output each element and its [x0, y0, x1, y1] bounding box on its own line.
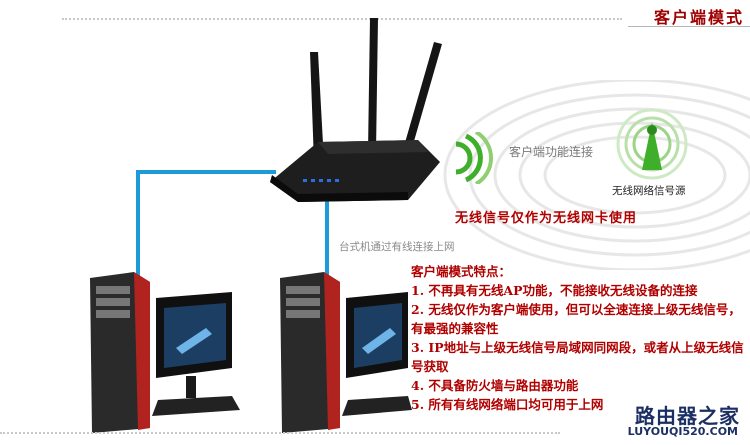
- wireless-source-icon: [616, 108, 688, 180]
- bottom-dotted-divider: [0, 432, 560, 434]
- wireless-usage-note: 无线信号仅作为无线网卡使用: [455, 207, 637, 226]
- feature-item: 3. IP地址与上级无线信号局域网同网段，或者从上级无线信号获取: [411, 338, 749, 376]
- desktop-computer-icon: [272, 268, 432, 438]
- cable-segment: [136, 170, 276, 174]
- watermark-url: LUYOUQI520.COM: [628, 425, 738, 438]
- cable-segment: [136, 170, 140, 276]
- wireless-source-label: 无线网络信号源: [612, 183, 686, 198]
- client-signal-icon: [446, 132, 496, 184]
- features-heading: 客户端模式特点：: [411, 262, 749, 281]
- client-function-label: 客户端功能连接: [509, 143, 593, 160]
- feature-item: 1. 不再具有无线AP功能，不能接收无线设备的连接: [411, 281, 749, 300]
- router-icon: [258, 12, 443, 212]
- title-underline: [628, 26, 750, 27]
- feature-item: 4. 不具备防火墙与路由器功能: [411, 376, 749, 395]
- feature-item: 2. 无线仅作为客户端使用，但可以全速连接上级无线信号，有最强的兼容性: [411, 300, 749, 338]
- desktop-computer-icon: [82, 268, 242, 438]
- page-title: 客户端模式: [654, 4, 744, 28]
- desktop-connection-label: 台式机通过有线连接上网: [339, 239, 455, 254]
- features-list: 客户端模式特点： 1. 不再具有无线AP功能，不能接收无线设备的连接 2. 无线…: [411, 262, 749, 414]
